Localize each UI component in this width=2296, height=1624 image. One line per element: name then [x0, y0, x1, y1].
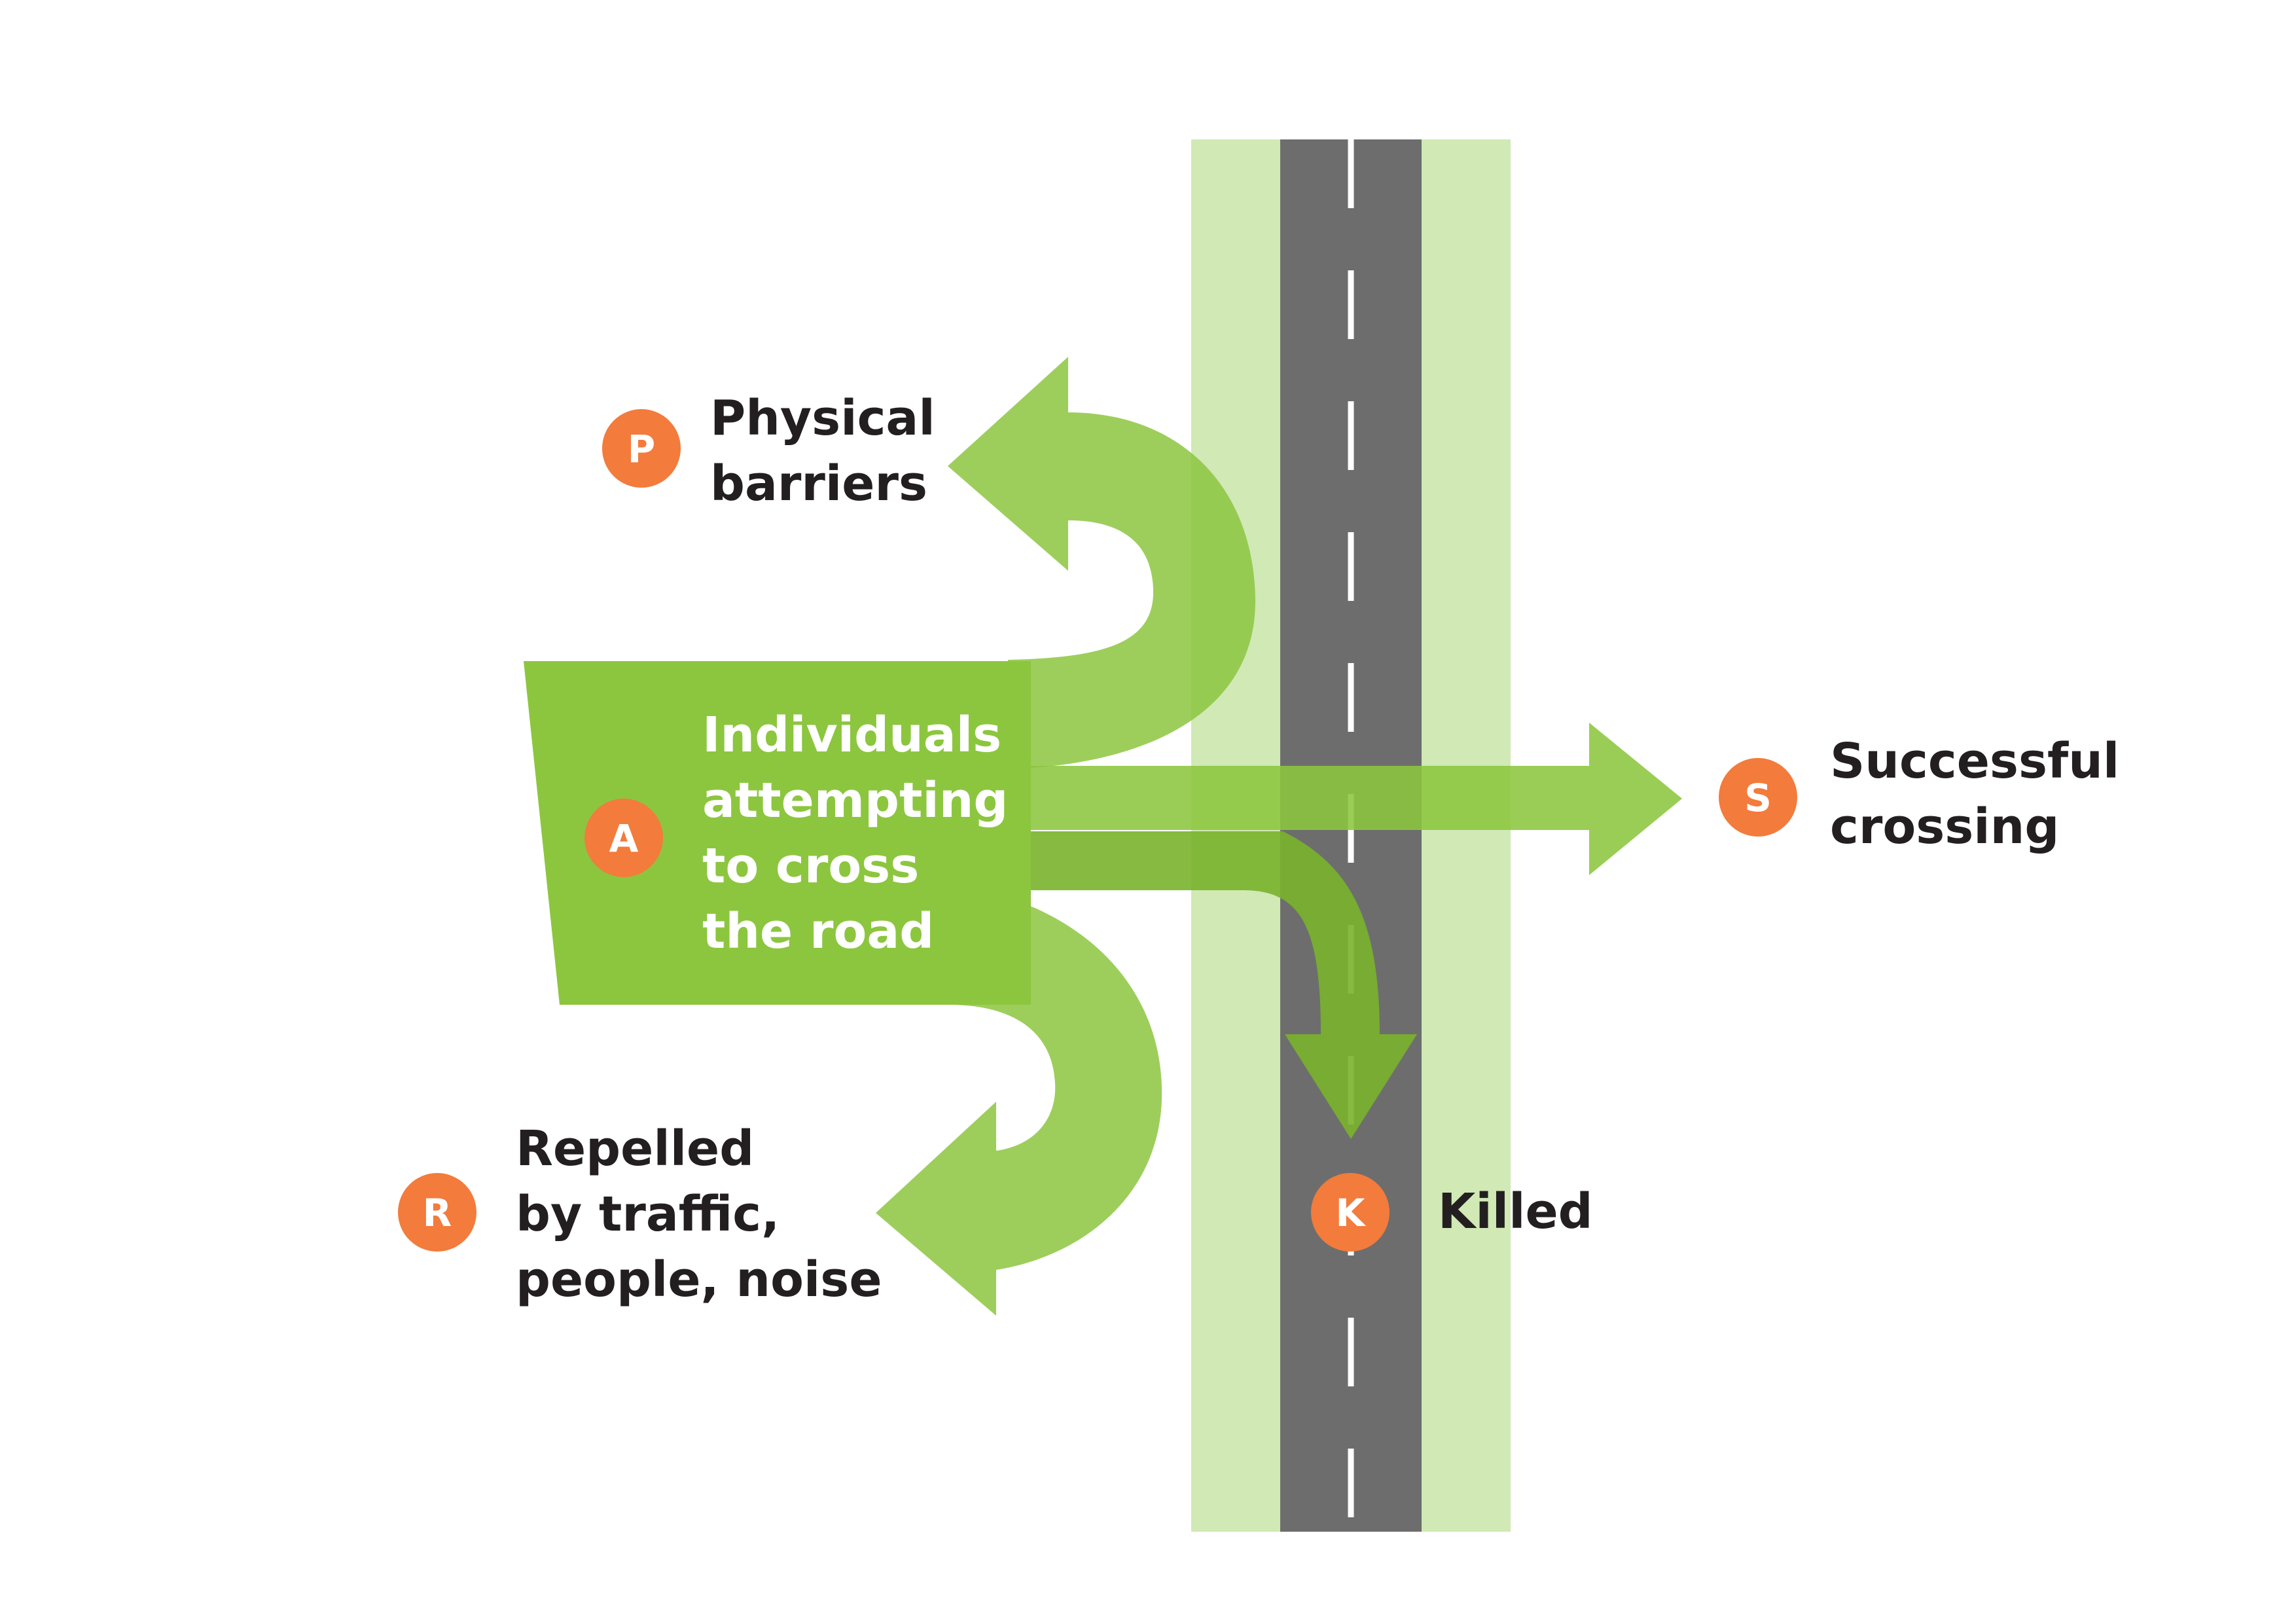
right-verge	[1422, 139, 1511, 1532]
successful-label-line-2: crossing	[1830, 799, 2059, 855]
badge-k-letter: K	[1336, 1191, 1367, 1235]
killed-arrow	[1031, 831, 1417, 1139]
badge-r-letter: R	[423, 1191, 452, 1235]
badges: A P R S K	[398, 409, 1797, 1252]
labels: Individuals attempting to cross the road…	[516, 390, 2136, 1308]
attempting-label-line-2: attempting	[702, 772, 1008, 829]
successful-label-line-1: Successful	[1830, 733, 2119, 789]
badge-s: S	[1719, 758, 1797, 837]
flow-arrows	[524, 357, 1682, 1316]
attempting-label-line-3: to cross	[702, 838, 919, 894]
successful-crossing-label: Successful crossing	[1830, 733, 2136, 855]
physical-label-line-1: Physical	[710, 390, 935, 446]
badge-p-letter: P	[628, 427, 656, 471]
badge-k: K	[1311, 1173, 1390, 1252]
attempting-label-line-1: Individuals	[702, 707, 1001, 763]
physical-label-line-2: barriers	[710, 456, 927, 512]
killed-label: Killed	[1438, 1183, 1593, 1240]
badge-a-letter: A	[609, 816, 639, 861]
repelled-label-line-3: people, noise	[516, 1252, 882, 1308]
repelled-arrow	[876, 890, 1162, 1316]
badge-a: A	[584, 799, 663, 877]
repelled-label-line-2: by traffic,	[516, 1186, 780, 1242]
attempting-body	[524, 661, 1031, 1005]
badge-p: P	[602, 409, 681, 488]
badge-s-letter: S	[1744, 776, 1772, 820]
killed-label-line-1: Killed	[1438, 1183, 1593, 1240]
badge-r: R	[398, 1173, 476, 1252]
successful-crossing-arrow	[1031, 723, 1682, 875]
repelled-label-line-1: Repelled	[516, 1121, 754, 1177]
physical-barriers-label: Physical barriers	[710, 390, 952, 512]
road	[1191, 139, 1511, 1532]
attempting-label-line-4: the road	[702, 903, 934, 960]
repelled-label: Repelled by traffic, people, noise	[516, 1121, 882, 1308]
attempting-label: Individuals attempting to cross the road	[702, 707, 1025, 960]
